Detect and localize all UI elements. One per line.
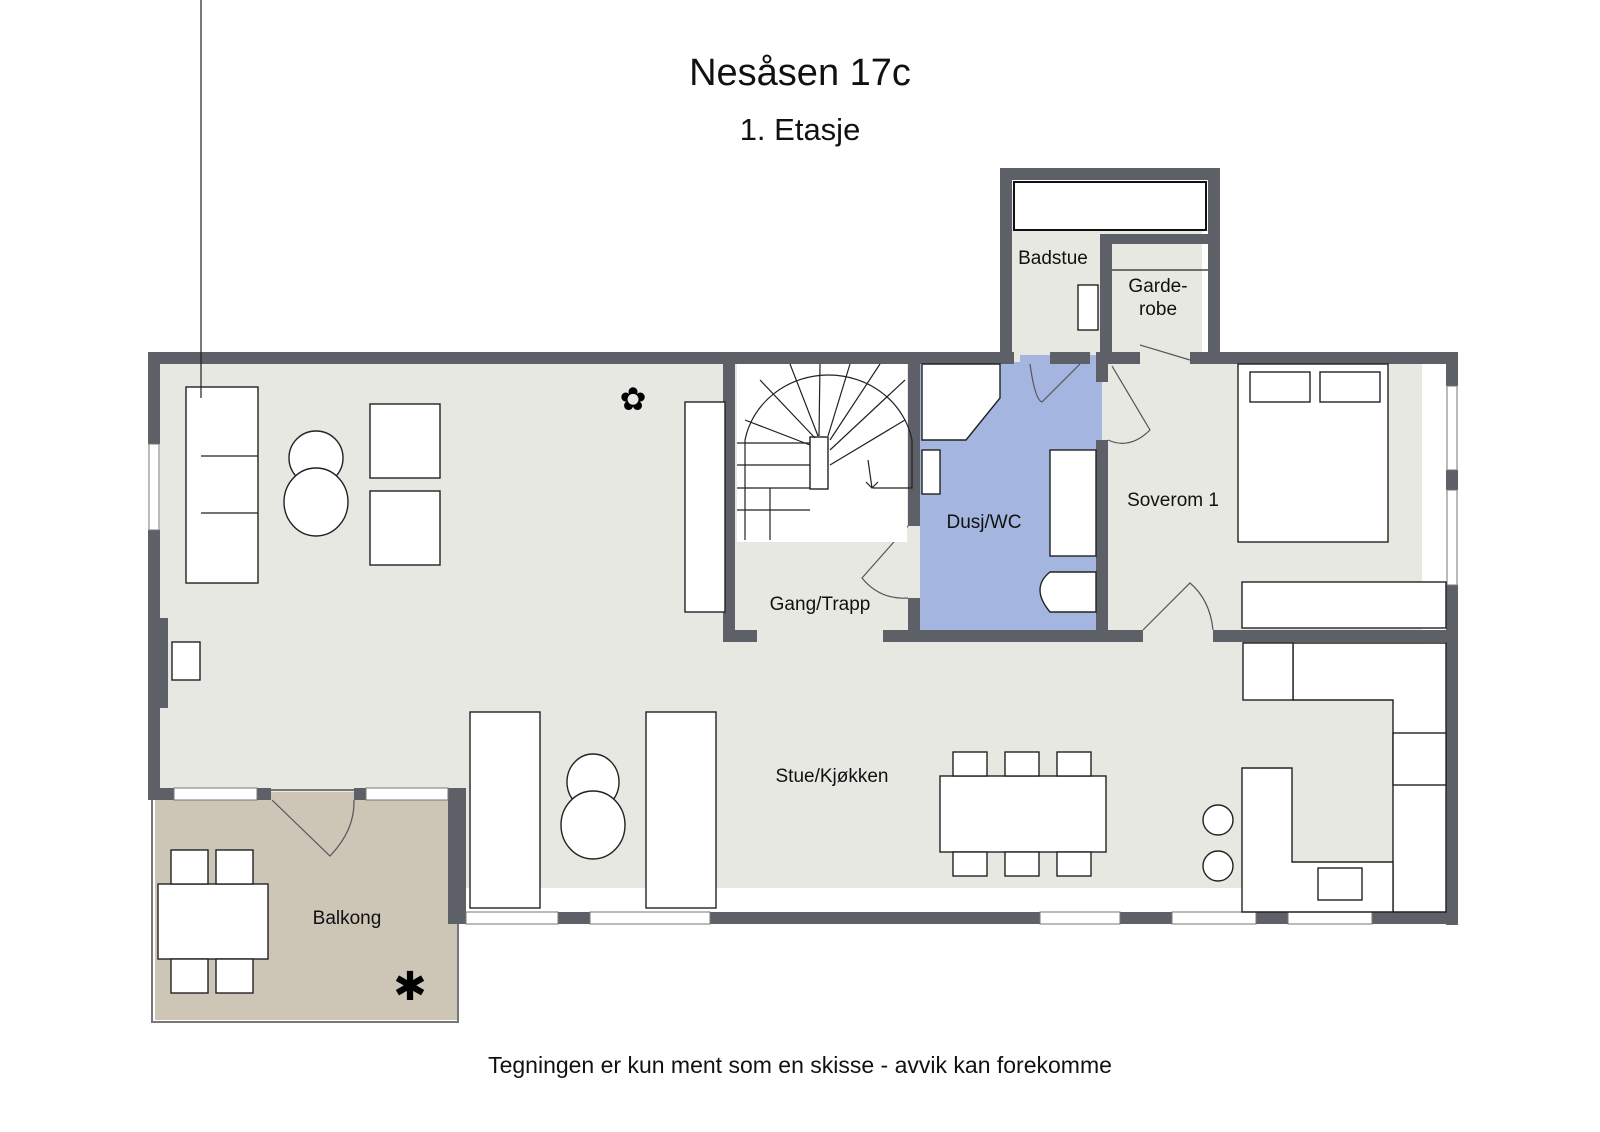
armchair <box>369 403 441 479</box>
toilet <box>1039 571 1097 613</box>
room-label-badstue: Badstue <box>1018 248 1088 269</box>
windows <box>148 385 1458 925</box>
sink <box>1317 867 1363 901</box>
room-label-gang-trapp: Gang/Trapp <box>770 594 871 615</box>
plant-icon: ✿ <box>620 381 647 417</box>
coffee-table <box>283 467 349 537</box>
palm-plant-icon: ✱ <box>393 965 427 1009</box>
side-table <box>171 641 201 681</box>
wardrobe <box>1241 581 1447 629</box>
stove <box>1392 732 1447 786</box>
sauna-heater <box>1077 284 1099 331</box>
room-label-balkong: Balkong <box>313 908 382 929</box>
balcony-table <box>157 883 269 960</box>
dining-table <box>939 775 1107 853</box>
sink-vanity <box>1049 449 1097 557</box>
bar-stool <box>1202 804 1234 836</box>
sauna-bench <box>1013 181 1207 231</box>
room-label-dusj-wc: Dusj/WC <box>947 512 1022 533</box>
coffee-table-lower <box>560 790 626 860</box>
sofa-lower-1 <box>469 711 541 909</box>
doors <box>271 344 1214 857</box>
room-label-garderobe: Garde- <box>1128 276 1187 297</box>
plan-title: Nesåsen 17c <box>689 52 911 94</box>
floor-label: 1. Etasje <box>739 112 861 147</box>
walls <box>148 168 1458 925</box>
disclaimer: Tegningen er kun ment som en skisse - av… <box>488 1052 1112 1078</box>
sofa-left <box>185 0 259 584</box>
room-label-soverom: Soverom 1 <box>1127 490 1219 511</box>
sofa-lower-2 <box>645 711 717 909</box>
towel-radiator <box>921 449 941 495</box>
room-label-stue-kjokken: Stue/Kjøkken <box>776 766 889 787</box>
bar-stool <box>1202 850 1234 882</box>
tv-bench <box>684 401 726 613</box>
armchair <box>369 490 441 566</box>
chairs <box>952 751 1092 877</box>
shower <box>921 363 1001 441</box>
svg-text:robe: robe <box>1139 299 1177 320</box>
staircase <box>737 363 913 542</box>
